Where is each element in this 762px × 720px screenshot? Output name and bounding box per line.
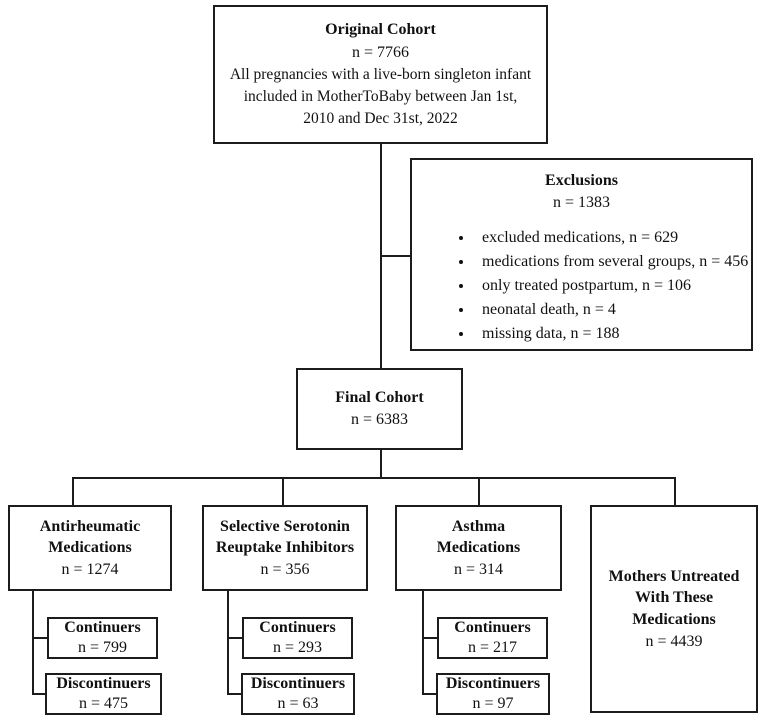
ssri-continuers-box: Continuers n = 293	[242, 617, 353, 659]
untreated-title: Mothers Untreated With These Medications	[608, 567, 740, 628]
exclusions-title: Exclusions	[545, 172, 618, 189]
original-cohort-title: Original Cohort	[325, 20, 436, 38]
ssri-box: Selective Serotonin Reuptake Inhibitors …	[202, 505, 368, 591]
discontinuers-label: Discontinuers	[445, 675, 541, 693]
asthma-n: n = 314	[453, 560, 504, 578]
antirheumatic-medications-box: Antirheumatic Medications n = 1274	[8, 505, 172, 591]
exclusions-item: only treated postpartum, n = 106	[474, 274, 751, 298]
ssri-n: n = 356	[260, 560, 310, 578]
exclusions-box: Exclusions n = 1383 excluded medications…	[410, 158, 753, 351]
final-cohort-title: Final Cohort	[335, 389, 424, 407]
continuers-label: Continuers	[454, 619, 531, 637]
continuers-n: n = 293	[272, 639, 323, 656]
connector-distribution	[72, 477, 676, 506]
asthma-continuers-box: Continuers n = 217	[437, 617, 548, 659]
final-cohort-box: Final Cohort n = 6383	[296, 368, 463, 450]
continuers-n: n = 217	[467, 639, 518, 656]
antirheumatic-discontinuers-box: Discontinuers n = 475	[45, 673, 162, 715]
exclusions-list: excluded medications, n = 629 medication…	[412, 226, 751, 346]
final-cohort-n: n = 6383	[350, 411, 409, 428]
antirheumatic-title: Antirheumatic Medications	[39, 517, 141, 557]
exclusions-item: medications from several groups, n = 456	[474, 250, 751, 274]
original-cohort-description: All pregnancies with a live-born singlet…	[229, 66, 532, 128]
discontinuers-n: n = 97	[472, 695, 514, 712]
original-cohort-box: Original Cohort n = 7766 All pregnancies…	[213, 5, 548, 144]
continuers-label: Continuers	[64, 619, 141, 637]
ssri-title: Selective Serotonin Reuptake Inhibitors	[215, 517, 355, 557]
asthma-title: Asthma Medications	[436, 517, 521, 557]
ssri-discontinuers-box: Discontinuers n = 63	[241, 673, 355, 715]
exclusions-item: neonatal death, n = 4	[474, 298, 751, 322]
antirheumatic-n: n = 1274	[61, 560, 119, 578]
connector-branch1-sub	[32, 590, 48, 695]
exclusions-item: excluded medications, n = 629	[474, 226, 751, 250]
original-cohort-n: n = 7766	[351, 43, 410, 61]
exclusions-n: n = 1383	[552, 193, 611, 211]
discontinuers-n: n = 63	[277, 695, 319, 712]
antirheumatic-continuers-box: Continuers n = 799	[47, 617, 158, 659]
continuers-n: n = 799	[77, 639, 128, 656]
discontinuers-label: Discontinuers	[56, 675, 151, 693]
discontinuers-label: Discontinuers	[250, 675, 346, 693]
asthma-discontinuers-box: Discontinuers n = 97	[436, 673, 550, 715]
asthma-medications-box: Asthma Medications n = 314	[395, 505, 562, 591]
discontinuers-n: n = 475	[78, 695, 129, 712]
continuers-label: Continuers	[259, 619, 336, 637]
untreated-n: n = 4439	[645, 632, 703, 650]
connector-branch3-sub	[422, 590, 438, 695]
untreated-mothers-box: Mothers Untreated With These Medications…	[590, 505, 758, 713]
exclusions-item: missing data, n = 188	[474, 322, 751, 346]
connector-branch2-sub	[227, 590, 243, 695]
